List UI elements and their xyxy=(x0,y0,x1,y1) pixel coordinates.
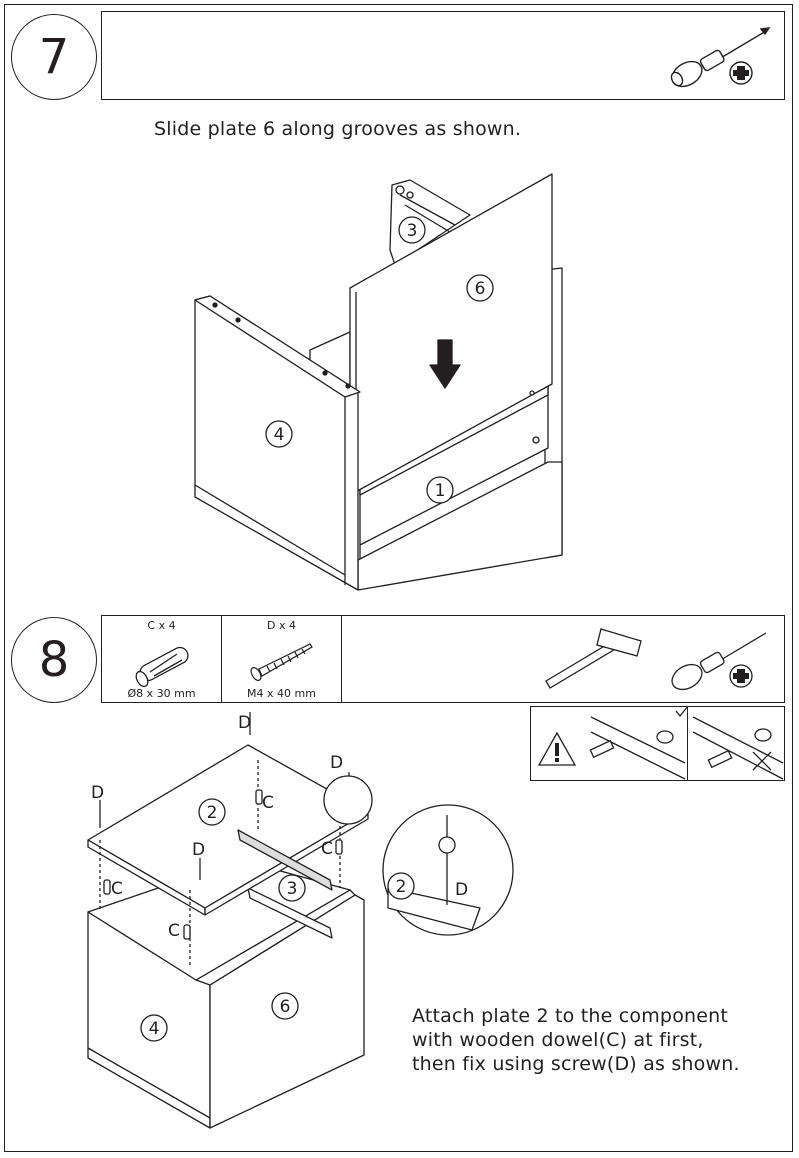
dowel-label-c: C xyxy=(262,793,274,813)
screw-label-d: D xyxy=(455,880,468,900)
step-7-tools-box xyxy=(101,11,785,100)
instruction-page-frame xyxy=(4,4,793,1152)
hardware-cell-c: C x 4 Ø8 x 30 mm xyxy=(102,616,222,702)
step-7-instruction: Slide plate 6 along grooves as shown. xyxy=(154,118,522,140)
hardware-d-title: D x 4 xyxy=(267,619,296,632)
part-label-2: 2 xyxy=(207,803,218,823)
hardware-c-spec: Ø8 x 30 mm xyxy=(127,687,196,700)
part-label-3: 3 xyxy=(287,879,298,899)
hardware-cell-d: D x 4 M4 x 40 mm xyxy=(222,616,342,702)
warning-illustration xyxy=(537,705,784,780)
hardware-d-spec: M4 x 40 mm xyxy=(247,687,316,700)
dowel-label-c: C xyxy=(168,921,180,941)
instruction-line: with wooden dowel(C) at first, xyxy=(412,1029,704,1051)
instruction-line: then fix using screw(D) as shown. xyxy=(412,1053,740,1075)
part-label-4: 4 xyxy=(149,1019,160,1039)
screw-icon xyxy=(250,643,313,681)
screw-label-d: D xyxy=(330,753,343,773)
part-label-3: 3 xyxy=(407,221,418,241)
screw-label-d: D xyxy=(238,713,251,733)
screw-label-d: D xyxy=(192,840,205,860)
step-8-number: 8 xyxy=(11,617,97,703)
dowel-label-c: C xyxy=(111,879,123,899)
warning-box xyxy=(530,705,785,781)
screw-label-d: D xyxy=(91,783,104,803)
step-8-instruction: Attach plate 2 to the component with woo… xyxy=(412,1004,740,1076)
step-8-parts-box: C x 4 Ø8 x 30 mm D x 4 M4 x 40 mm xyxy=(101,615,785,703)
part-label-6: 6 xyxy=(280,997,291,1017)
phillips-screwdriver-icon xyxy=(671,632,767,691)
part-label-6: 6 xyxy=(475,279,486,299)
hardware-c-title: C x 4 xyxy=(147,619,176,632)
wooden-dowel-icon xyxy=(135,646,189,688)
tool-icons xyxy=(545,628,767,691)
screwdriver-icon xyxy=(670,27,771,88)
plate-3 xyxy=(247,887,333,939)
part-label-1: 1 xyxy=(435,481,446,501)
part-label-4: 4 xyxy=(274,425,285,445)
dowel-label-c: C xyxy=(321,839,333,859)
hammer-icon xyxy=(545,628,642,689)
step-7-number: 7 xyxy=(11,14,97,100)
instruction-line: Attach plate 2 to the component xyxy=(412,1005,729,1027)
down-arrow-icon xyxy=(429,339,461,389)
detail-part-label-2: 2 xyxy=(396,877,407,897)
